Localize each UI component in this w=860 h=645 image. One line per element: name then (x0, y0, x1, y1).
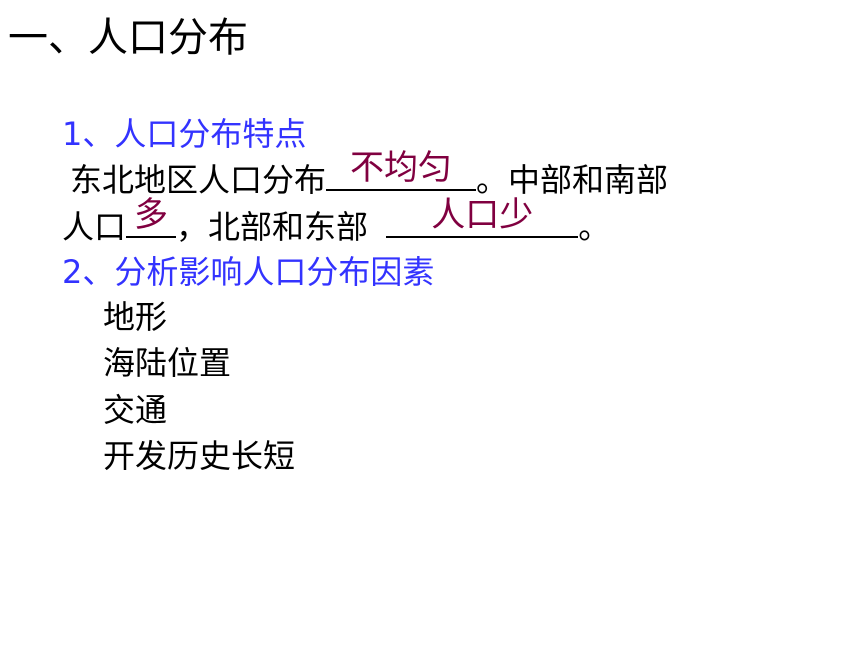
statement-text: 人口 (62, 208, 127, 246)
statement-line-1: 东北地区人口分布不均匀。中部和南部 (70, 149, 669, 200)
fill-blank-south: 多 (126, 196, 177, 238)
factor-item-terrain: 地形 (103, 298, 168, 336)
slide-title: 一、人口分布 (8, 15, 248, 61)
section1-heading: 1、人口分布特点 (62, 115, 307, 153)
section2-heading: 2、分析影响人口分布因素 (62, 253, 435, 291)
statement-text: ，北部和东部 (176, 208, 369, 246)
answer-text: 人口少 (431, 195, 534, 235)
statement-text: 东北地区人口分布 (70, 161, 327, 199)
statement-text: 。 (578, 208, 611, 246)
fill-blank-north-east: 人口少 (386, 196, 579, 238)
answer-text: 不均匀 (350, 148, 453, 188)
statement-line-2: 人口多，北部和东部 人口少 。 (62, 196, 611, 247)
statement-text: 。中部和南部 (476, 161, 669, 199)
answer-text: 多 (134, 195, 169, 235)
factor-item-location: 海陆位置 (103, 344, 232, 382)
factor-item-history: 开发历史长短 (103, 437, 296, 475)
fill-blank-distribution: 不均匀 (326, 149, 477, 191)
factor-item-transport: 交通 (103, 391, 168, 429)
